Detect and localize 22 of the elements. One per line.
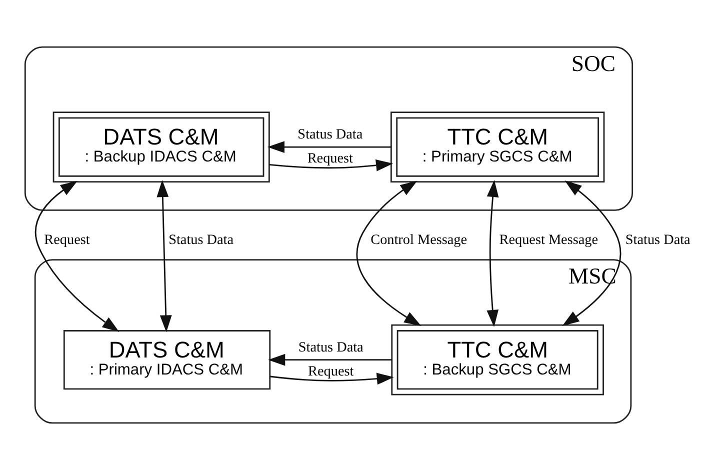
arrow [270,372,394,384]
node-box: DATS C&M : Primary IDACS C&M [63,330,271,390]
edge-label: Control Message [370,232,468,248]
arrow [486,179,499,326]
edge-label: Request [44,232,90,248]
edge-label: Request Message [499,232,598,248]
arrow [269,158,394,171]
arrow [562,180,622,326]
edge-label: Request [307,150,354,166]
arrow [356,180,422,326]
node-box: TTC C&M : Primary SGCS C&M [390,111,605,182]
arrow [268,353,392,366]
node-box: TTC C&M : Backup SGCS C&M [391,324,604,395]
edge-label: Request [308,362,354,379]
edge-label: Status Data [168,232,234,248]
arrow [156,180,172,332]
arrow [34,180,120,332]
edge-label: Status Data [625,232,690,248]
edge-label: Status Data [298,338,364,355]
arrow [267,140,391,152]
edge-label: Status Data [298,126,363,142]
node-box: DATS C&M : Backup IDACS C&M [52,111,270,182]
